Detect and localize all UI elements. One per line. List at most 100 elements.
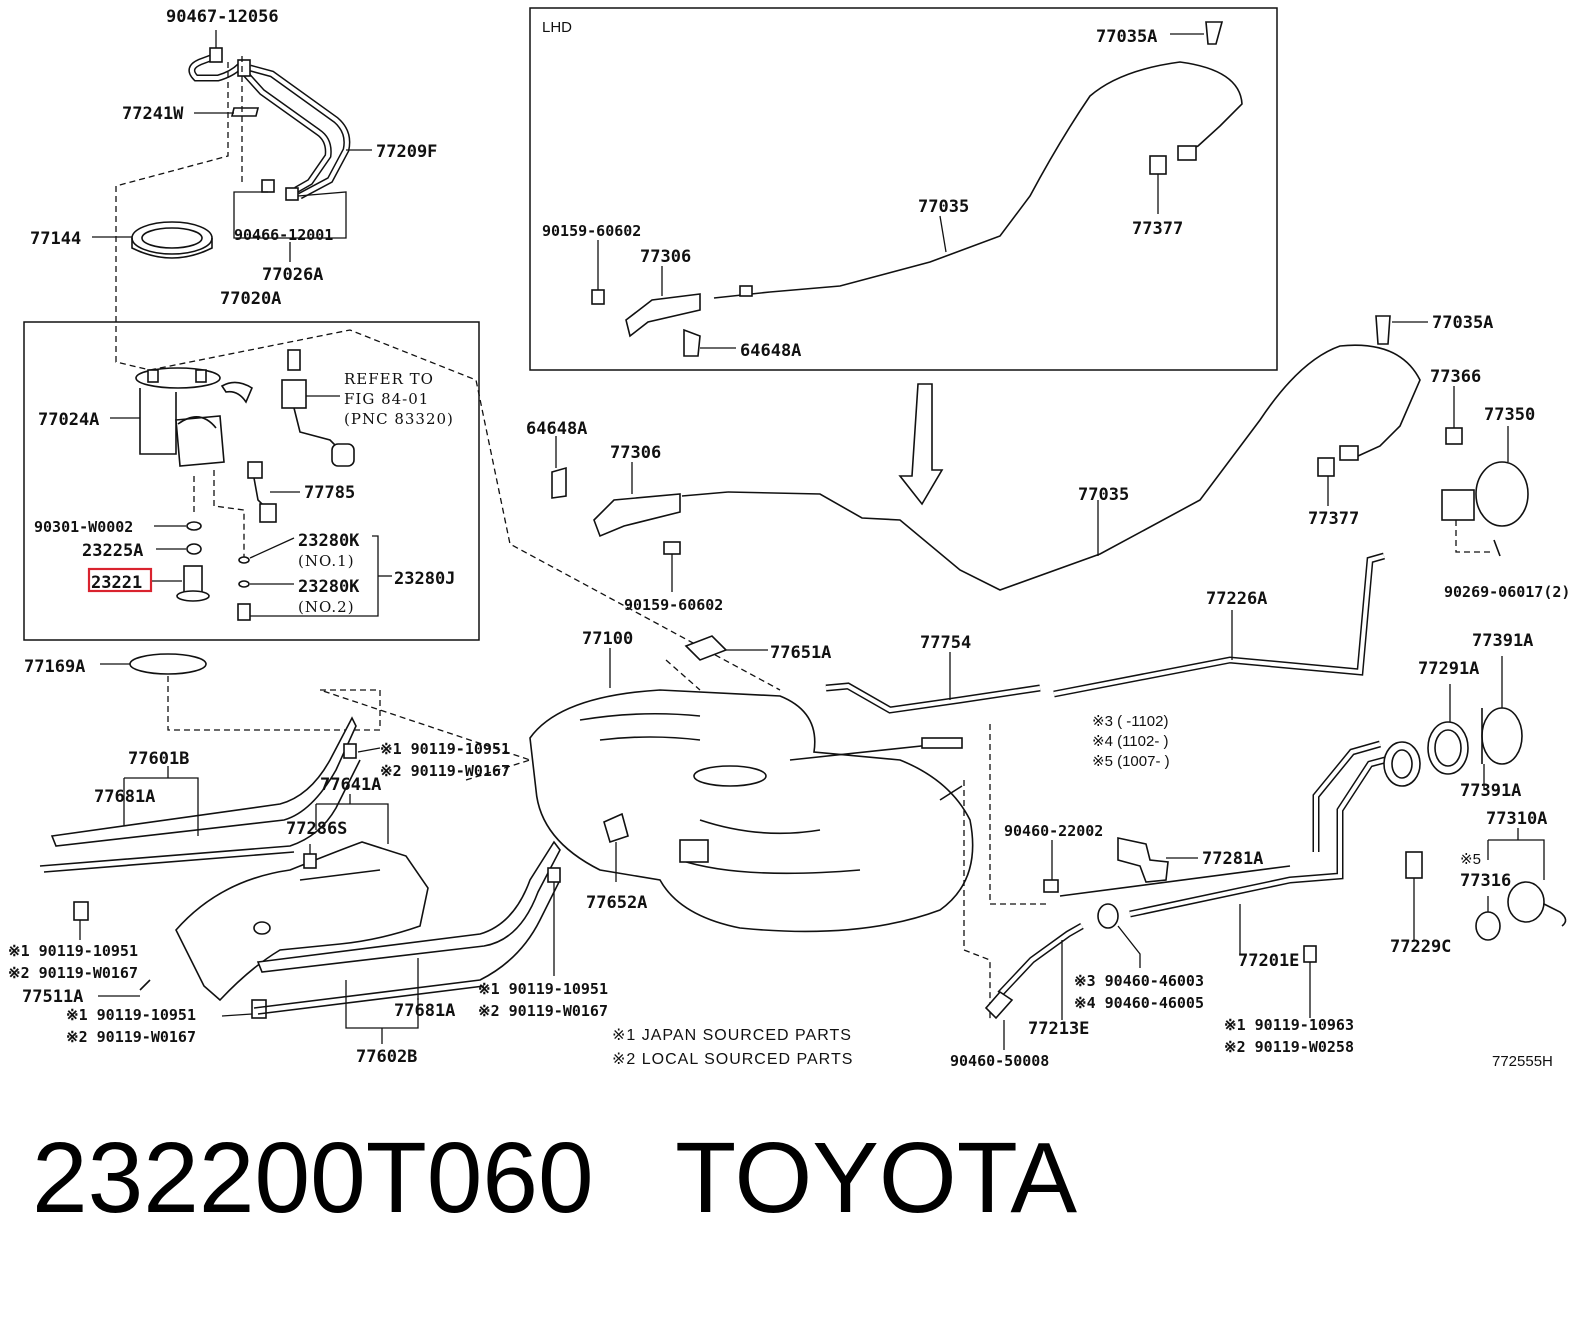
label-77226a: 77226A [1206, 589, 1267, 609]
label-77100: 77100 [582, 629, 633, 649]
label-77391a-bottom: 77391A [1460, 781, 1521, 801]
clamp-90460-46003 [1097, 903, 1119, 929]
label-23221: 23221 [91, 573, 142, 593]
label-77144: 77144 [30, 229, 81, 249]
label-90119-10951-a: ※1 90119-10951 [380, 740, 510, 758]
screw-90269-06017 [1493, 539, 1501, 557]
label-90119-w0167-c: ※2 90119-W0167 [66, 1028, 196, 1046]
clamp-90460-22002 [1043, 879, 1059, 893]
tank-band-77601b [39, 716, 361, 873]
label-77602b: 77602B [356, 1047, 417, 1067]
wire-harness-83320 [281, 349, 355, 467]
ring-77316 [1475, 911, 1501, 941]
o-ring-no1 [238, 556, 250, 564]
pump-assembly-frame [23, 321, 480, 641]
label-23280k-no1: 23280K [298, 531, 360, 551]
label-77020a: 77020A [220, 289, 281, 309]
label-lhd: LHD [542, 19, 572, 36]
label-77291a: 77291A [1418, 659, 1479, 679]
label-90119-w0167-a: ※2 90119-W0167 [380, 762, 510, 780]
label-77366: 77366 [1430, 367, 1481, 387]
bolt-90119-10951-b [73, 901, 89, 921]
rhd-bolt-90159-60602 [663, 541, 681, 555]
label-90269-06017: 90269-06017(2) [1444, 583, 1570, 601]
label-23225a: 23225A [82, 541, 143, 561]
label-refer-to: REFER TO [344, 370, 434, 388]
valve-77229c [1405, 851, 1423, 879]
label-77209f: 77209F [376, 142, 437, 162]
rhd-cable-77035 [681, 315, 1421, 591]
label-90119-w0258: ※2 90119-W0258 [1224, 1038, 1354, 1056]
heat-protector-77641a [175, 841, 429, 1002]
note-japan-sourced: ※1 JAPAN SOURCED PARTS [612, 1027, 852, 1044]
label-90119-10951-c: ※1 90119-10951 [66, 1006, 196, 1024]
label-pnc-83320: (PNC 83320) [344, 410, 454, 428]
label-rhd-77035: 77035 [1078, 485, 1129, 505]
pad-77651a [684, 635, 728, 661]
label-90466-12001: 90466-12001 [234, 226, 333, 244]
bolt-90119-10951-c [251, 999, 267, 1019]
bolt-90119-10951-a [343, 743, 357, 759]
vent-tube-77226a [1053, 552, 1385, 698]
bracket-77281a [1117, 837, 1169, 883]
label-77785: 77785 [304, 483, 355, 503]
cover-77391a [1481, 707, 1523, 765]
rhd-grommet-77377 [1317, 457, 1335, 477]
label-77281a: 77281A [1202, 849, 1263, 869]
lid-spring-77366 [1445, 427, 1463, 445]
label-90460-22002: 90460-22002 [1004, 822, 1103, 840]
label-23280k-no2: 23280K [298, 577, 360, 597]
label-note4: ※4 (1102- ) [1092, 733, 1169, 750]
label-77391a-top: 77391A [1472, 631, 1533, 651]
fuel-lines-77209f [188, 47, 351, 201]
fuel-lid-77350 [1441, 461, 1529, 527]
clip-77286s [303, 853, 317, 869]
bolt-90119-10963 [1303, 945, 1317, 963]
fuel-cap-77310a [1507, 881, 1567, 927]
gasket-77169a [129, 653, 207, 675]
label-note5-ref: ※5 [1460, 851, 1481, 868]
label-rhd-77306: 77306 [610, 443, 661, 463]
label-lhd-77306: 77306 [640, 247, 691, 267]
label-77310a: 77310A [1486, 809, 1547, 829]
sender-gauge-77785 [247, 461, 277, 523]
label-lhd-64648a: 64648A [740, 341, 801, 361]
o-ring-no2 [238, 580, 250, 588]
label-77201e: 77201E [1238, 951, 1299, 971]
caption-brand: TOYOTA [675, 1122, 1078, 1234]
label-fig-84-01: FIG 84-01 [344, 390, 429, 408]
note-local-sourced: ※2 LOCAL SOURCED PARTS [612, 1051, 853, 1068]
label-90301-w0002: 90301-W0002 [34, 518, 133, 536]
caption: 232200T060 TOYOTA [32, 1128, 1077, 1228]
label-90119-10963: ※1 90119-10963 [1224, 1016, 1354, 1034]
label-diagram-code: 772555H [1492, 1053, 1553, 1070]
filter-23225a [186, 543, 202, 555]
label-77681a-b: 77681A [394, 1001, 455, 1021]
label-no2: (NO.2) [298, 598, 355, 616]
label-77651a: 77651A [770, 643, 831, 663]
label-lhd-77377: 77377 [1132, 219, 1183, 239]
lhd-cable-77035 [713, 21, 1243, 299]
label-90119-w0167-b: ※2 90119-W0167 [8, 964, 138, 982]
label-77241w: 77241W [122, 104, 184, 124]
label-77213e: 77213E [1028, 1019, 1089, 1039]
label-77169a: 77169A [24, 657, 85, 677]
clamp-77241w [230, 107, 260, 117]
label-90119-w0167-d: ※2 90119-W0167 [478, 1002, 608, 1020]
bolt-90119-10951-d [547, 867, 561, 883]
lhd-grommet-77377 [1149, 155, 1167, 175]
filler-pipe-77201e [1059, 740, 1421, 918]
label-77286s: 77286S [286, 819, 347, 839]
rhd-lever-77306 [551, 466, 681, 555]
pad-77652a [603, 812, 629, 844]
label-lhd-77035: 77035 [918, 197, 969, 217]
label-77229c: 77229C [1390, 937, 1451, 957]
label-90460-46003: ※3 90460-46003 [1074, 972, 1204, 990]
clip-77511a [139, 979, 151, 991]
label-no1: (NO.1) [298, 552, 355, 570]
fuel-tank-77100 [529, 689, 974, 933]
label-90119-10951-d: ※1 90119-10951 [478, 980, 608, 998]
caption-part-number: 232200T060 [32, 1122, 594, 1234]
fuel-pump-77024a [135, 367, 225, 467]
